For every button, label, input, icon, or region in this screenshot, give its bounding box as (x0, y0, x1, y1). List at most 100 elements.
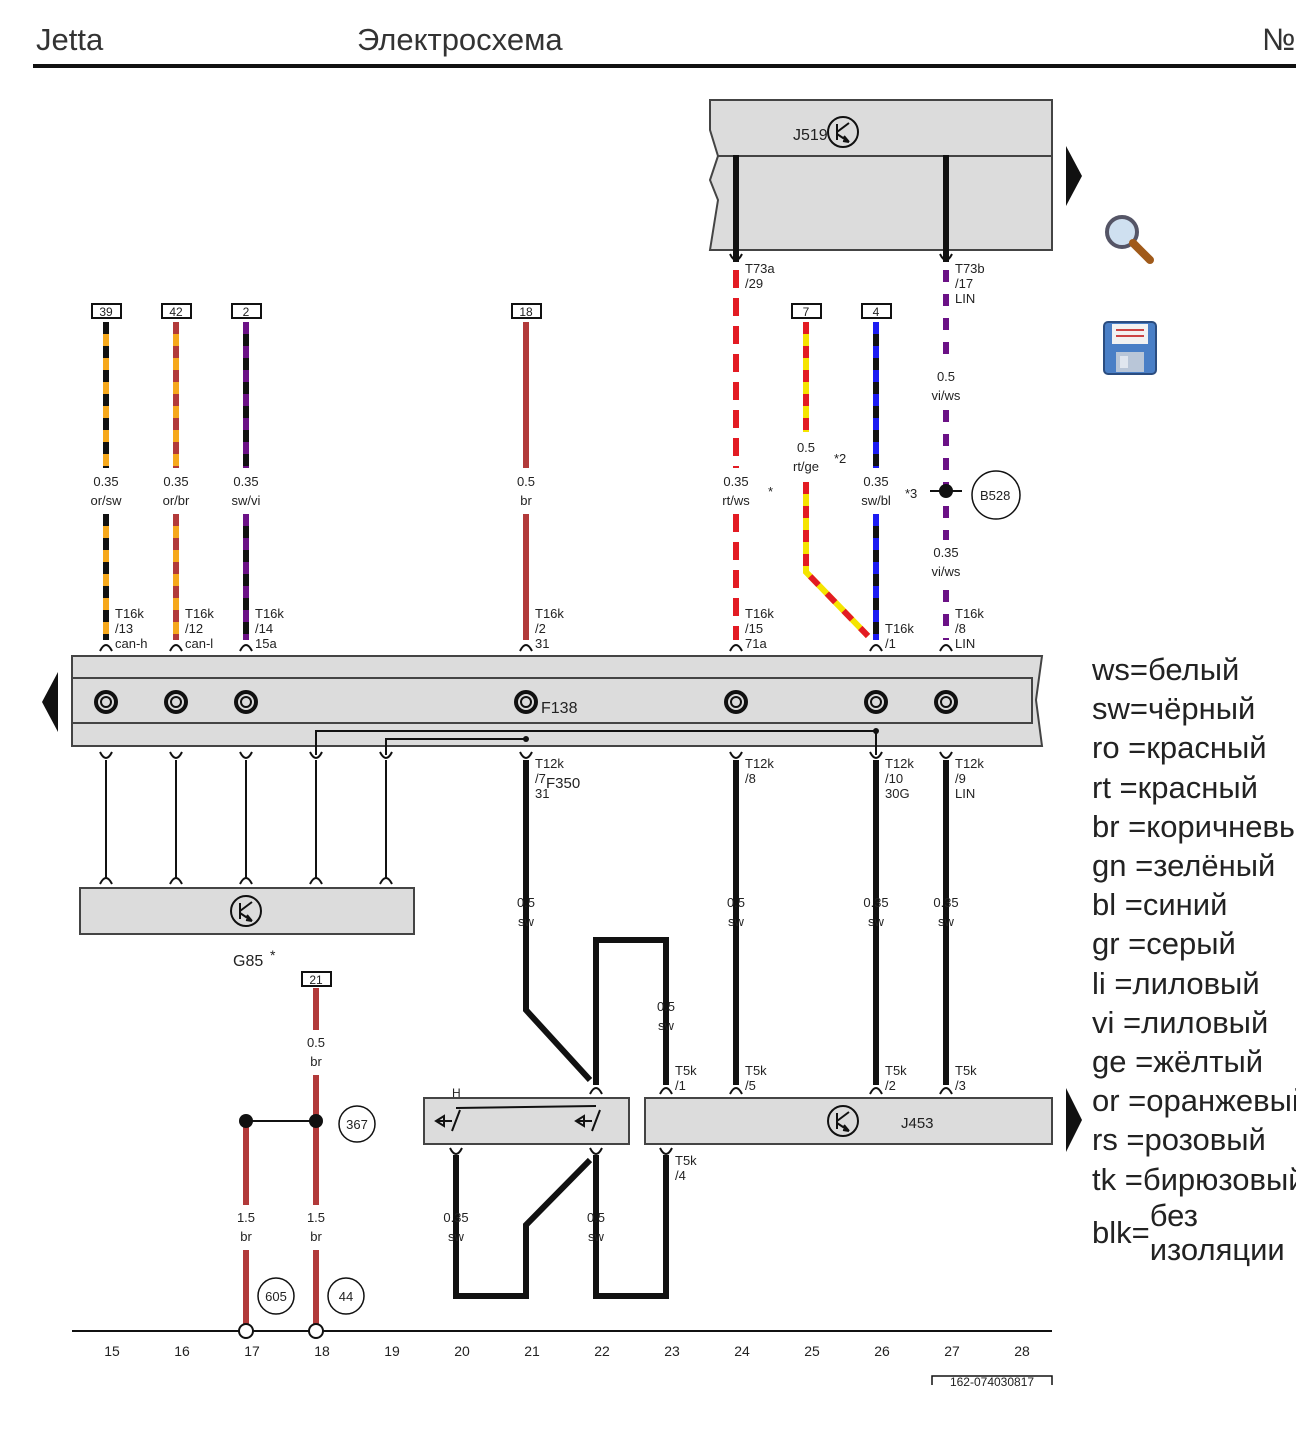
connector-t12k-7: 31 (535, 786, 549, 801)
arrow-right-icon[interactable] (1066, 1088, 1084, 1152)
legend-code: ws= (1092, 652, 1148, 687)
wire-size-label: 0.35 (933, 895, 958, 910)
connector-t5k-2: T5k (885, 1063, 907, 1078)
page-number-label: № (1262, 22, 1296, 57)
terminal-box-7: 7 (803, 305, 810, 319)
legend-code: gr = (1092, 926, 1147, 962)
legend-code: gn = (1092, 848, 1154, 884)
legend-item-ro: ro =красный (1092, 728, 1296, 767)
wire-color-label: vi/ws (932, 564, 961, 579)
legend-item-rs: rs =розовый (1092, 1120, 1296, 1159)
wire-color-label: sw (518, 914, 535, 929)
legend-color-name: лиловый (1141, 1004, 1269, 1040)
connector-t16k-15: /15 (745, 621, 763, 636)
connector-t16k-14: T16k (255, 606, 284, 621)
fuse-carrier-inner (71, 677, 1033, 724)
wire-size-label: 0.5 (937, 369, 955, 384)
connector-t5k-5: T5k (745, 1063, 767, 1078)
legend-item-blk: blk=без изоляции (1092, 1197, 1296, 1267)
legend-color-name: бирюзовый (1142, 1161, 1296, 1197)
wire-color-label: vi/ws (932, 388, 961, 403)
connector-t5k-1: /1 (675, 1078, 686, 1093)
grid-number: 28 (1014, 1343, 1030, 1359)
floppy-save-icon[interactable] (1102, 320, 1158, 376)
grid-number: 16 (174, 1343, 190, 1359)
wire-size-label: 0.35 (863, 474, 888, 489)
b528-label: B528 (980, 488, 1010, 503)
wire-size-label: 0.5 (657, 999, 675, 1014)
legend-color-name: красный (1137, 769, 1258, 805)
j519-label: J519 (793, 127, 828, 144)
legend-code: rs = (1092, 1122, 1145, 1158)
j453-label: J453 (901, 1115, 934, 1132)
ref-367: 367 (346, 1117, 368, 1132)
connector-t16k-2: /2 (535, 621, 546, 636)
j519-control-unit-top (709, 99, 1053, 157)
grid-number: 15 (104, 1343, 120, 1359)
connector-t16k-2: T16k (535, 606, 564, 621)
wire-color-label: sw (658, 1018, 675, 1033)
legend-color-name: серый (1146, 926, 1236, 962)
legend-code: rt = (1092, 769, 1138, 805)
wire-size-label: 0.5 (517, 474, 535, 489)
connector-t12k-7: T12k (535, 756, 564, 771)
arrow-right-icon[interactable] (1066, 146, 1084, 206)
legend-item-vi: vi =лиловый (1092, 1003, 1296, 1042)
legend-item-gn: gn =зелёный (1092, 846, 1296, 885)
legend-color-name: синий (1142, 887, 1228, 923)
legend-color-name: чёрный (1148, 691, 1256, 727)
note-star-2: *2 (834, 451, 846, 466)
terminal-box-39: 39 (99, 305, 113, 319)
legend-item-bl: bl =синий (1092, 885, 1296, 924)
wire-color-label: sw (448, 1229, 465, 1244)
connector-t73a-29: T73a (745, 261, 775, 276)
connector-t5k-4: /4 (675, 1168, 686, 1183)
connector-t73b-17: T73b (955, 261, 985, 276)
connector-t16k-1: /1 (885, 636, 896, 651)
grid-number: 24 (734, 1343, 750, 1359)
wire-size-label: 1.5 (307, 1210, 325, 1225)
connector-t12k-10: T12k (885, 756, 914, 771)
legend-code: sw= (1092, 691, 1148, 727)
grid-number: 22 (594, 1343, 610, 1359)
connector-t12k-9: /9 (955, 771, 966, 786)
g85-box (79, 887, 415, 935)
connector-t16k-8: T16k (955, 606, 984, 621)
magnifier-icon[interactable] (1100, 210, 1156, 266)
connector-t5k-5: /5 (745, 1078, 756, 1093)
wire-color-label: br (310, 1054, 322, 1069)
arrow-left-icon[interactable] (40, 672, 58, 732)
wire-size-label: 0.5 (587, 1210, 605, 1225)
grid-number: 25 (804, 1343, 820, 1359)
connector-t16k-14: /14 (255, 621, 273, 636)
wire-size-label: 0.35 (443, 1210, 468, 1225)
legend-color-name: жёлтый (1153, 1044, 1264, 1080)
wire-size-label: 0.35 (93, 474, 118, 489)
wire-color-label: sw (728, 914, 745, 929)
legend-item-rt: rt =красный (1092, 768, 1296, 807)
connector-t16k-8: LIN (955, 636, 975, 651)
wire-color-label: sw (938, 914, 955, 929)
legend-color-name: коричневый (1146, 808, 1296, 844)
legend-color-name: без изоляции (1149, 1197, 1285, 1267)
wire-color-label: or/sw (90, 493, 122, 508)
switch-h-label: H (452, 1086, 461, 1100)
legend-item-gr: gr =серый (1092, 924, 1296, 963)
legend-color-name: белый (1148, 652, 1240, 687)
wire-color-label: or/br (163, 493, 190, 508)
wire-color-label: sw/vi (232, 493, 261, 508)
j519-control-unit (708, 155, 1053, 251)
f350-label: F350 (546, 775, 580, 792)
connector-t12k-10: /10 (885, 771, 903, 786)
terminal-box-21: 21 (309, 973, 323, 987)
connector-t73a-29: /29 (745, 276, 763, 291)
terminal-box-18: 18 (519, 305, 533, 319)
header-divider (33, 64, 1296, 68)
terminal-box-4: 4 (873, 305, 880, 319)
connector-t16k-13: T16k (115, 606, 144, 621)
legend-code: ro = (1092, 730, 1147, 766)
connector-t16k-13: can-h (115, 636, 148, 651)
legend-color-name: лиловый (1132, 965, 1260, 1001)
terminal-box-2: 2 (243, 305, 250, 319)
wire-size-label: 0.5 (517, 895, 535, 910)
